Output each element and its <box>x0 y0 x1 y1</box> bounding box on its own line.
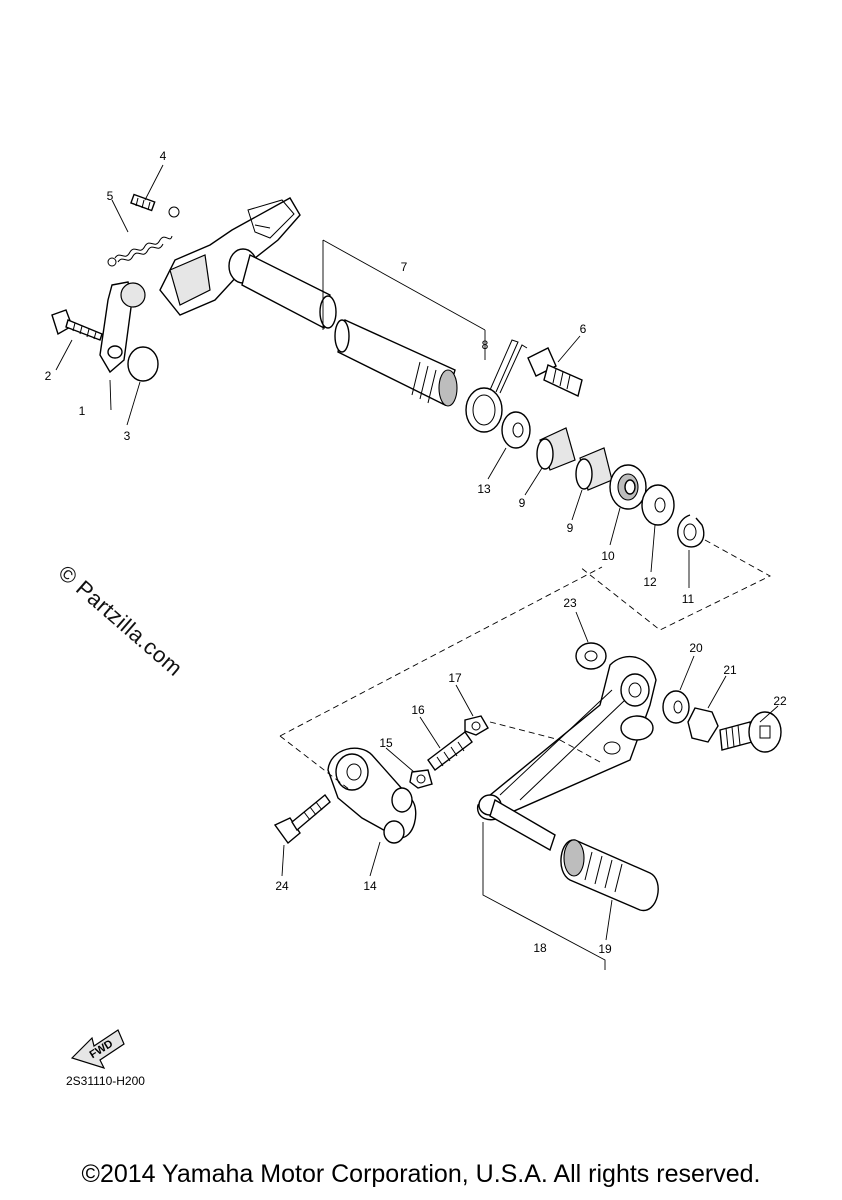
washer-part-3[interactable] <box>127 346 159 382</box>
callout-23: 23 <box>563 596 577 610</box>
callout-17: 17 <box>448 671 462 685</box>
shift-shaft[interactable] <box>159 197 458 407</box>
nut-part-15[interactable] <box>409 769 433 789</box>
callout-6: 6 <box>580 322 587 336</box>
callout-15: 15 <box>379 736 393 750</box>
clip-part-21[interactable] <box>687 707 719 743</box>
circlip-part-11[interactable] <box>677 514 705 548</box>
diagram-code: 2S31110-H200 <box>66 1074 145 1088</box>
callout-1: 1 <box>79 404 86 418</box>
callout-22: 22 <box>773 694 787 708</box>
callout-10: 10 <box>601 549 615 563</box>
callout-2: 2 <box>45 369 52 383</box>
shift-arm-part-14[interactable] <box>327 747 417 844</box>
bolt-part-22[interactable] <box>719 711 782 753</box>
bearing-part-9b[interactable] <box>575 447 613 491</box>
callout-11: 11 <box>682 592 695 606</box>
callout-19: 19 <box>598 942 612 956</box>
callout-5: 5 <box>107 189 114 203</box>
callout-12: 12 <box>643 575 657 589</box>
washer-part-12[interactable] <box>641 484 675 526</box>
footrest-rubber-part-19[interactable] <box>560 839 659 911</box>
rod-part-16[interactable] <box>427 731 473 771</box>
callout-4: 4 <box>160 149 167 163</box>
washer-part-13[interactable] <box>501 411 531 449</box>
stud-bolt-part-6[interactable] <box>527 347 583 397</box>
callout-20: 20 <box>689 641 703 655</box>
callout-24: 24 <box>275 879 289 893</box>
callout-9a: 9 <box>519 496 526 510</box>
shift-pedal-part-18[interactable] <box>476 655 657 852</box>
shift-shaft-assembly <box>51 193 771 631</box>
callout-7: 7 <box>401 260 408 274</box>
bolt-part-24[interactable] <box>273 793 331 845</box>
callout-9b: 9 <box>567 521 574 535</box>
callout-3: 3 <box>124 429 131 443</box>
callout-8: 8 <box>482 338 489 352</box>
callout-16: 16 <box>411 703 425 717</box>
spring-part-5[interactable] <box>107 206 180 267</box>
shift-lever-part-1[interactable] <box>99 281 146 374</box>
shift-pedal-assembly <box>273 566 782 970</box>
callout-14: 14 <box>363 879 377 893</box>
torsion-spring-part-8[interactable] <box>465 339 528 433</box>
callout-18: 18 <box>533 941 547 955</box>
washer-part-20[interactable] <box>662 690 690 724</box>
callout-21: 21 <box>723 663 737 677</box>
nut-part-17[interactable] <box>464 715 489 736</box>
bolt-part-2[interactable] <box>51 309 103 341</box>
washer-part-23[interactable] <box>575 642 607 670</box>
bearing-part-9a[interactable] <box>536 427 576 471</box>
bolt-part-4[interactable] <box>130 193 156 212</box>
forward-arrow-icon: FWD <box>70 1029 125 1069</box>
callouts: 1 2 3 4 5 6 7 8 13 9 9 10 12 11 23 20 21 <box>45 149 787 956</box>
oil-seal-part-10[interactable] <box>609 464 647 510</box>
copyright-notice: ©2014 Yamaha Motor Corporation, U.S.A. A… <box>81 1160 761 1188</box>
callout-13: 13 <box>477 482 491 496</box>
